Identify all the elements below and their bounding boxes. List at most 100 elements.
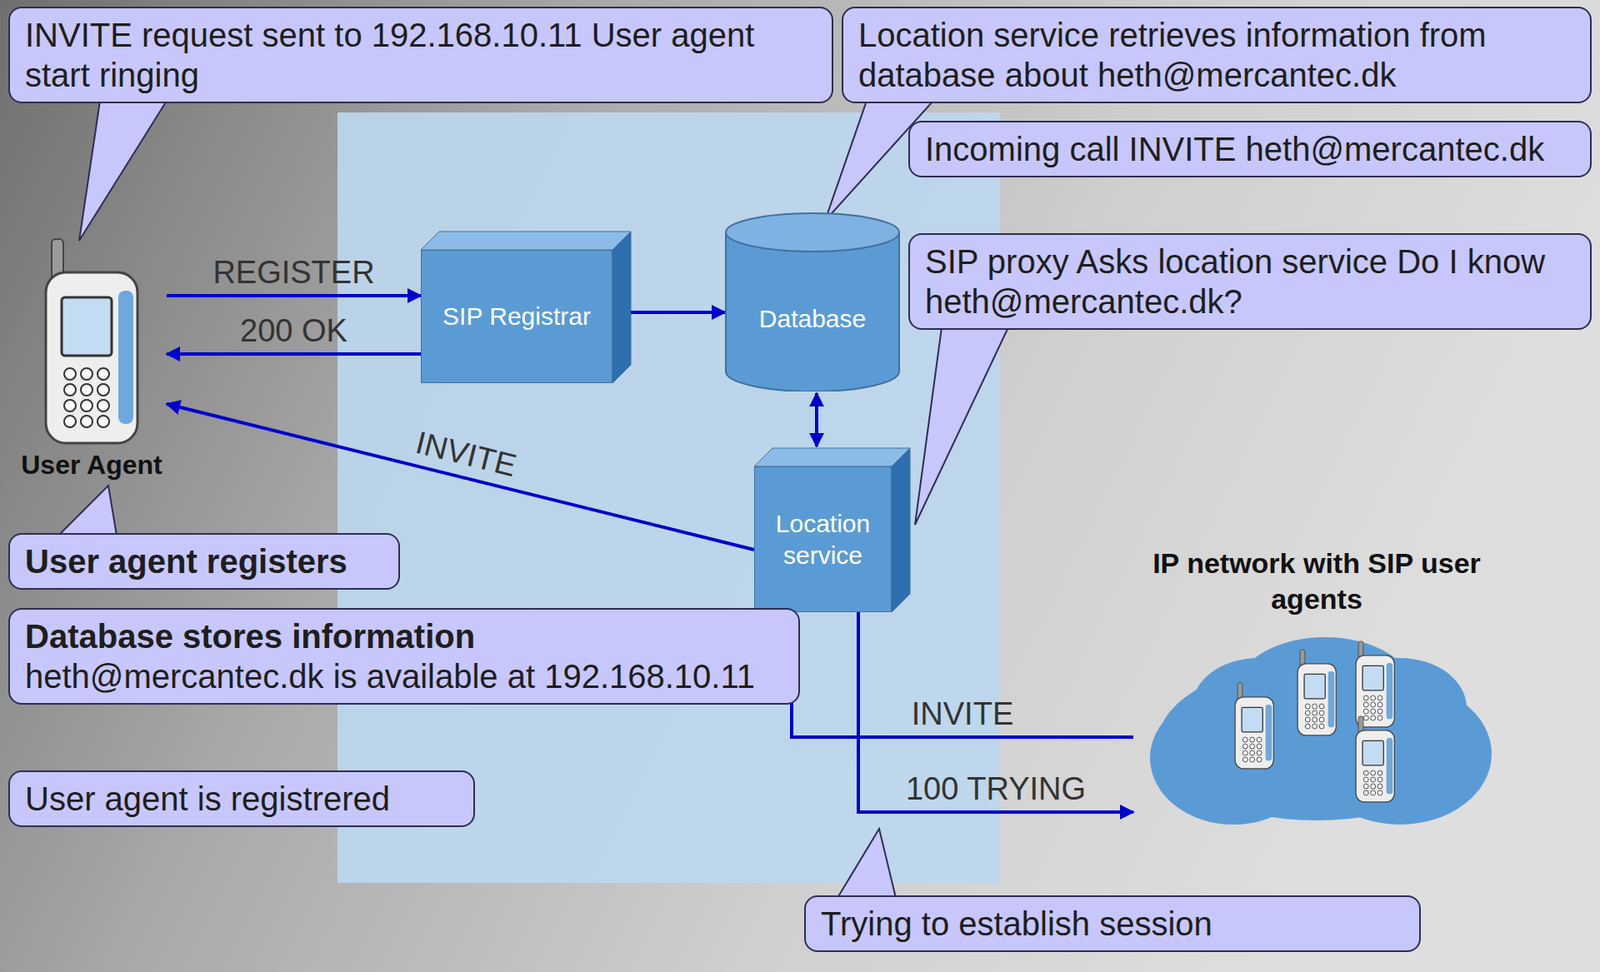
callout-text: Incoming call INVITE heth@mercantec.dk [925,129,1575,170]
phone-key [1377,784,1383,790]
phone-key [1312,717,1318,723]
phone-key [1319,717,1325,723]
user-agent-phone: User Agent [16,237,167,481]
phone-key [1370,777,1376,783]
cylinder-body [725,232,900,392]
phone-screen [1241,707,1263,732]
phone-key [1377,702,1383,708]
phone-screen [1304,674,1325,699]
connector-arrow [858,612,1134,813]
connector-arrow [166,294,421,298]
phone-key [80,384,93,396]
phone-key [1256,744,1262,750]
phone-body [1297,664,1336,736]
phone-key [97,368,110,380]
cloud-drawing [1133,616,1500,859]
phone-drawing [16,237,167,450]
node-label: User Agent [16,450,167,481]
phone-icon [1235,683,1274,770]
callout-box: Incoming call INVITE heth@mercantec.dk [908,120,1592,178]
phone-key [80,368,93,380]
phone-key [1256,750,1262,756]
phone-key [1250,744,1255,750]
phone-key [1377,715,1383,721]
database-cylinder: Database [725,212,900,392]
cylinder-shape [725,212,900,392]
node-label: Database [759,305,866,334]
phone-side [1386,738,1394,795]
phone-side [1328,671,1335,728]
cube-side-face [612,231,631,384]
callout-box: SIP proxy Asks location service Do I kno… [908,233,1592,330]
phone-key [1370,784,1376,790]
callout-text: SIP proxy Asks location service Do I kno… [925,241,1575,322]
phone-key [64,400,76,412]
phone-key [1363,695,1369,701]
callout-box: INVITE request sent to 192.168.10.11 Use… [8,6,834,104]
phone-icon [1355,716,1395,803]
phone-key [1319,704,1325,710]
phone-key [64,415,76,428]
phone-key [1363,770,1369,776]
callout-box: User agent registers [8,533,400,590]
node-label: Location service [761,508,885,571]
phone-key [1363,777,1369,783]
phone-key [1377,709,1383,715]
phone-body [1355,730,1395,803]
callout-box: Database stores informationheth@mercante… [8,608,800,705]
phone-key [1312,704,1318,710]
node-label: IP network with SIP user agents [1133,545,1500,617]
callout-box: User agent is registrered [8,770,475,828]
phone-body [1235,697,1274,770]
cylinder-top [725,213,900,252]
connector-arrow [166,352,421,356]
connector-arrow [166,404,755,550]
callout-tail [58,485,117,536]
phone-key [1305,710,1310,716]
phone-key [1370,695,1376,701]
phone-screen [1362,665,1384,690]
phone-side [1386,663,1394,720]
phone-screen [61,297,112,356]
phone-icon [1355,641,1395,728]
callout-text: Trying to establish session [820,904,1405,945]
phone-key [1377,695,1383,701]
callout-text: heth@mercantec.dk is available at 192.16… [25,656,784,697]
callout-text: Location service retrieves information f… [858,15,1575,95]
phone-side [118,290,134,425]
phone-key [1370,790,1376,796]
phone-key [1319,710,1325,716]
connector-arrow [791,612,1134,738]
phone-icon [1297,650,1336,736]
cloud-lobe [1333,658,1467,759]
phone-key [1305,724,1310,730]
phone-key [1256,737,1262,743]
ip-network-cloud: IP network with SIP user agents [1133,545,1500,859]
cube-faces [420,231,910,613]
cube-side-face [891,448,910,613]
phone-key [80,400,93,412]
phone-key [1242,757,1248,763]
callout-text: User agent registers [25,541,384,582]
edge-label: REGISTER [212,255,375,291]
connector-arrow [815,393,819,447]
callout-text: Database stores information [25,616,784,657]
phone-key [1256,757,1262,763]
phone-icon [45,239,138,444]
callout-text: User agent is registrered [25,779,459,820]
phone-key [64,384,76,396]
location-service-box: Location service [754,466,892,613]
phone-key [1250,757,1255,763]
callout-tail [915,327,1009,525]
phone-key [1242,750,1248,756]
cube-top-face [420,231,631,250]
phone-key [1363,715,1369,721]
phone-key [1363,784,1369,790]
phone-key [1242,744,1248,750]
phone-key [1363,790,1369,796]
phone-key [1370,702,1376,708]
phone-body [45,272,138,444]
phone-key [1319,724,1325,730]
